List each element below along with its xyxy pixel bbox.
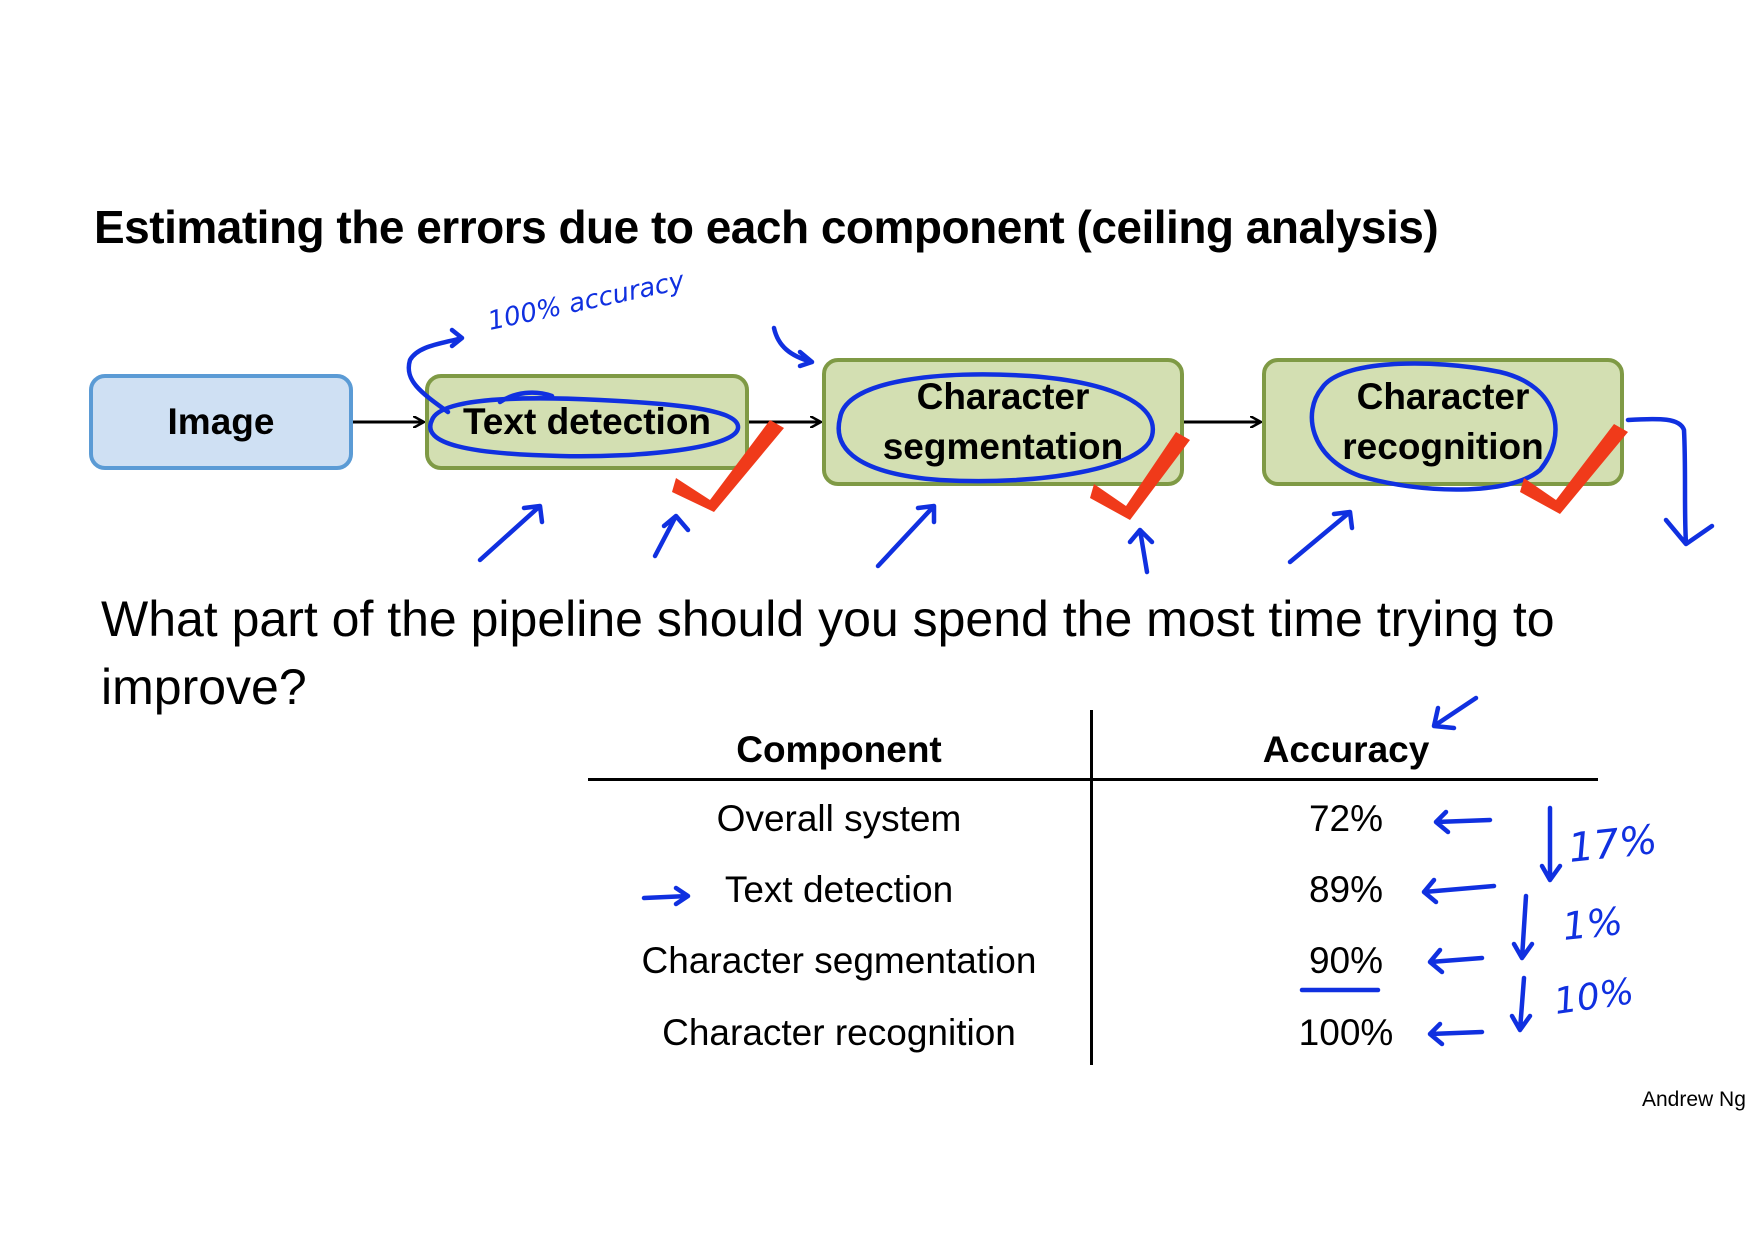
author-footer: Andrew Ng [1642, 1088, 1746, 1111]
ink-up-arrow [652, 513, 691, 559]
ink-up-arrow [477, 503, 545, 563]
cell-accuracy: 72% [1308, 798, 1384, 839]
ink-arrow-down-right [1625, 416, 1715, 547]
pipeline-box-character-recognition: Character recognition [1262, 358, 1624, 486]
slide-title: Estimating the errors due to each compon… [94, 201, 1439, 253]
ink-note-accuracy: 100% accuracy [485, 266, 687, 337]
cell-accuracy: 89% [1308, 869, 1384, 910]
pipeline-box-text-detection: Text detection [425, 374, 749, 470]
table-header-rule [588, 778, 1598, 781]
ink-arrow-into-segmentation [771, 325, 815, 369]
column-header-accuracy: Accuracy [1262, 729, 1430, 770]
question-text: What part of the pipeline should you spe… [101, 591, 1555, 715]
cell-accuracy: 90% [1308, 940, 1384, 981]
pipeline-box-image: Image [89, 374, 353, 470]
ink-up-arrow [1287, 509, 1355, 565]
table-column-divider [1090, 710, 1093, 1065]
cell-component: Overall system [716, 798, 962, 839]
pipeline-box-character-segmentation: Character segmentation [822, 358, 1184, 486]
cell-accuracy: 100% [1298, 1012, 1394, 1053]
ink-up-arrow [1127, 527, 1155, 575]
cell-component: Character recognition [662, 1012, 1016, 1053]
cell-component: Character segmentation [641, 940, 1037, 981]
cell-component: Text detection [724, 869, 954, 910]
ink-up-arrow [875, 503, 937, 569]
accuracy-table: Component Accuracy Overall system 72% Te… [588, 710, 1598, 1065]
column-header-component: Component [736, 729, 942, 770]
